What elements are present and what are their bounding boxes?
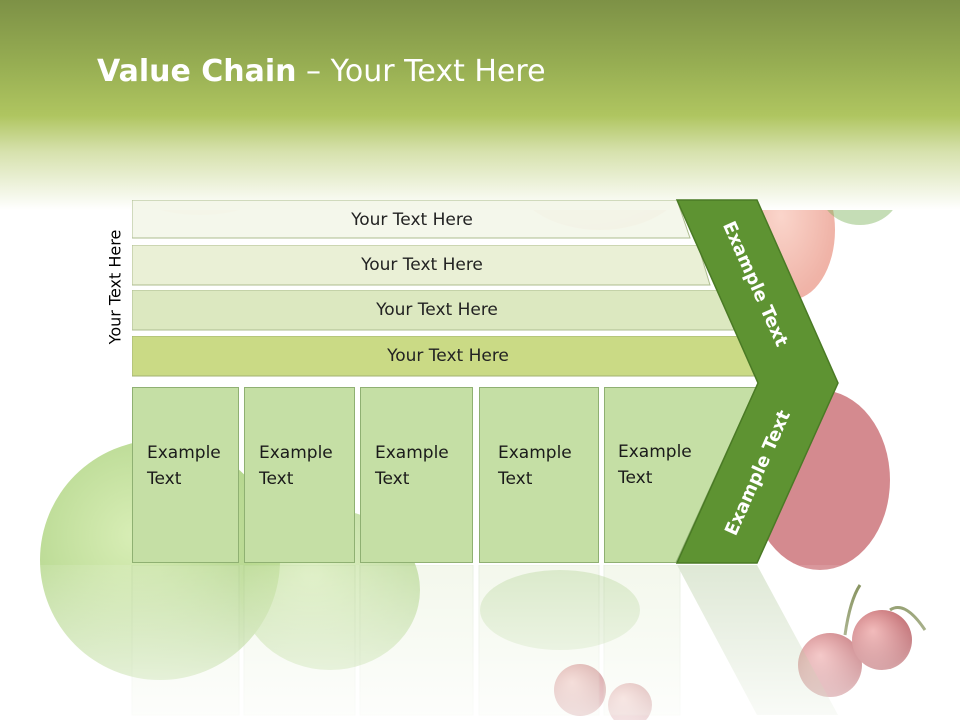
slide-title: Value Chain – Your Text Here bbox=[97, 54, 546, 89]
box-line1: Example bbox=[375, 443, 449, 463]
box-line1: Example bbox=[147, 443, 221, 463]
box-line2: Text bbox=[498, 469, 533, 489]
box-line2: Text bbox=[375, 469, 410, 489]
value-bar-2: Your Text Here bbox=[132, 245, 712, 286]
value-bar-4: Your Text Here bbox=[132, 336, 764, 377]
bar-label: Your Text Here bbox=[361, 255, 483, 275]
header-band bbox=[0, 0, 960, 210]
box-line2: Text bbox=[618, 468, 653, 488]
box-line2: Text bbox=[147, 469, 182, 489]
side-label: Your Text Here bbox=[105, 229, 125, 345]
value-bar-1: Your Text Here bbox=[132, 200, 692, 240]
title-bold: Value Chain bbox=[97, 54, 297, 89]
bar-label: Your Text Here bbox=[376, 300, 498, 320]
box-line2: Text bbox=[259, 469, 294, 489]
box-line1: Example bbox=[618, 442, 692, 462]
reflection-fade bbox=[0, 565, 960, 720]
bar-label: Your Text Here bbox=[351, 210, 473, 230]
box-line1: Example bbox=[498, 443, 572, 463]
bar-label: Your Text Here bbox=[387, 346, 509, 366]
title-rest: – Your Text Here bbox=[296, 54, 546, 89]
value-bar-3: Your Text Here bbox=[132, 290, 742, 331]
box-line1: Example bbox=[259, 443, 333, 463]
